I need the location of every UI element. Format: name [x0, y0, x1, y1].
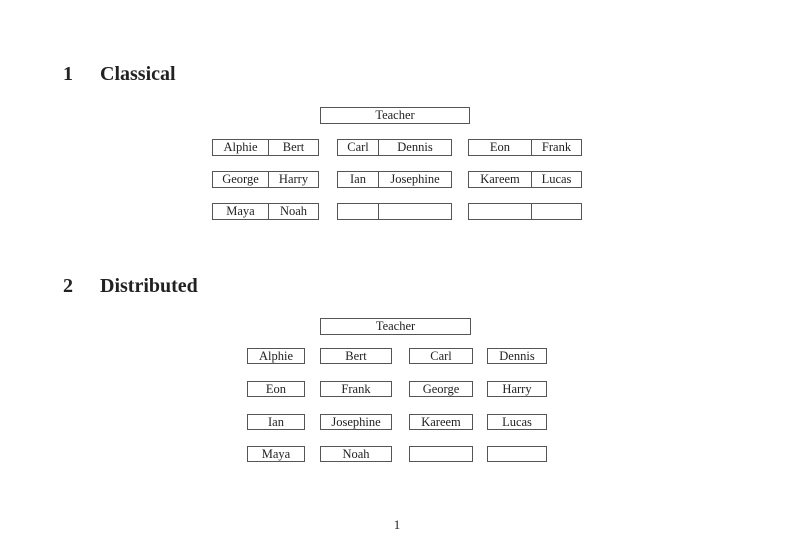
section-1-heading: 1 Classical	[63, 63, 176, 86]
seat: Ian	[338, 172, 379, 187]
seat: Eon	[469, 140, 532, 155]
desk: Maya Noah	[212, 203, 319, 220]
seat: Ian	[247, 414, 305, 430]
desk: Ian Josephine	[337, 171, 452, 188]
seat: Lucas	[487, 414, 547, 430]
empty-desk	[468, 203, 582, 220]
desk: Kareem Lucas	[468, 171, 582, 188]
seat: Alphie	[247, 348, 305, 364]
seat: Frank	[541, 140, 572, 154]
seat: Noah	[320, 446, 392, 462]
section-number: 1	[63, 63, 73, 85]
seat: Carl	[338, 140, 379, 155]
seat: Dennis	[397, 140, 433, 154]
seat: Carl	[409, 348, 473, 364]
seat: Bert	[320, 348, 392, 364]
classical-teacher-desk: Teacher	[320, 107, 470, 124]
seat: Alphie	[213, 140, 269, 155]
empty-seat	[469, 204, 532, 219]
seat: Dennis	[487, 348, 547, 364]
seat: Maya	[247, 446, 305, 462]
desk: Alphie Bert	[212, 139, 319, 156]
desk: George Harry	[212, 171, 319, 188]
seat: Bert	[282, 140, 305, 154]
page-number: 1	[393, 517, 401, 532]
seat: Harry	[487, 381, 547, 397]
seat: Frank	[320, 381, 392, 397]
section-number: 2	[63, 275, 73, 297]
desk: Carl Dennis	[337, 139, 452, 156]
empty-seat	[532, 204, 581, 219]
seat: Eon	[247, 381, 305, 397]
distributed-teacher-desk: Teacher	[320, 318, 471, 335]
desk: Eon Frank	[468, 139, 582, 156]
section-title: Distributed	[100, 275, 198, 297]
seat: Kareem	[469, 172, 532, 187]
empty-seat	[338, 204, 379, 219]
empty-seat	[487, 446, 547, 462]
seat: George	[409, 381, 473, 397]
section-2-heading: 2 Distributed	[63, 275, 198, 298]
empty-seat	[409, 446, 473, 462]
empty-seat	[379, 204, 451, 219]
seat: Maya	[213, 204, 269, 219]
empty-desk	[337, 203, 452, 220]
section-title: Classical	[100, 63, 176, 85]
seat: Noah	[279, 204, 308, 218]
seat: Josephine	[320, 414, 392, 430]
seat: Kareem	[409, 414, 473, 430]
seat: George	[213, 172, 269, 187]
seat: Lucas	[541, 172, 572, 186]
seat: Harry	[278, 172, 309, 186]
seat: Josephine	[390, 172, 440, 186]
